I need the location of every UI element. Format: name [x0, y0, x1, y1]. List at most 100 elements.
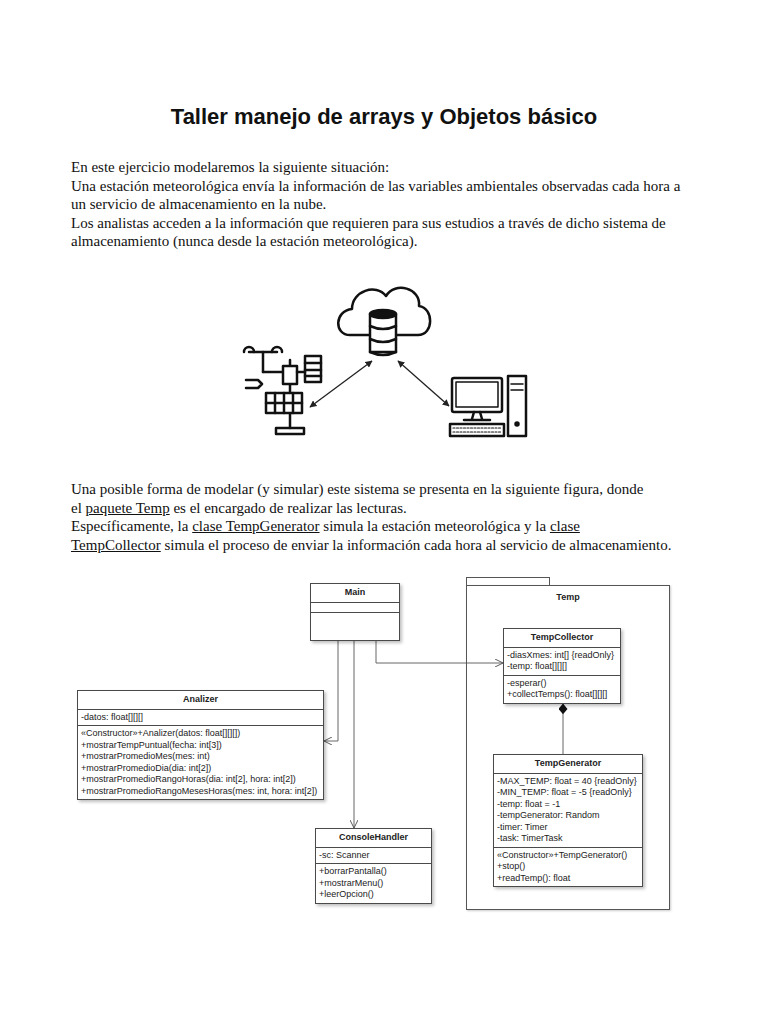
class-box: TempGenerator -MAX_TEMP: float = 40 {read… [493, 754, 643, 887]
class-name-compartment: ConsoleHandler [316, 829, 431, 847]
attribute-compartment [311, 602, 399, 612]
shelter-slat [305, 362, 321, 365]
class-name-compartment: TempGenerator [494, 755, 642, 773]
paragraph: Una posible forma de modelar (y simular)… [71, 480, 695, 517]
class-name: Analizer [82, 694, 319, 706]
member-text: -tempGenerator: Random [497, 810, 639, 822]
class-box: Main [310, 583, 400, 641]
member-text: +readTemp(): float [497, 873, 639, 885]
attribute-compartment: -sc: Scanner [316, 847, 431, 864]
class-name: Main [315, 587, 395, 599]
class-name: ConsoleHandler [320, 832, 427, 844]
sync-arrow [398, 361, 449, 406]
body-text: En este ejercicio modelaremos la siguien… [71, 159, 389, 175]
body-text: es el encargado de realizar las lecturas… [173, 500, 406, 516]
class-name: TempGenerator [498, 758, 638, 770]
shelter-slat [305, 369, 321, 372]
member-text: -temp: float[][][] [507, 661, 617, 673]
member-text: «Constructor»+TempGenerator() [497, 850, 639, 862]
member-text: +mostrarPromedioDia(dia: int[2]) [81, 763, 320, 775]
member-text: +mostrarPromedioRangoHoras(dia: int[2], … [81, 774, 320, 786]
class-name-compartment: TempCollector [504, 629, 620, 647]
package-tab [466, 577, 550, 586]
anemometer-cup [272, 347, 282, 352]
member-text: +borrarPantalla() [319, 866, 428, 878]
page-title: Taller manejo de arrays y Objetos básico [0, 104, 768, 130]
keyboard-keys [453, 427, 501, 428]
shelter-slat [305, 375, 321, 378]
member-text: -esperar() [507, 678, 617, 690]
keyboard-keys [453, 431, 501, 432]
attribute-compartment: -diasXmes: int[] {readOnly}-temp: float[… [504, 647, 620, 675]
monitor [452, 378, 502, 412]
member-text: +mostrarTempPuntual(fecha: int[3]) [81, 740, 320, 752]
attribute-compartment: -MAX_TEMP: float = 40 {readOnly}-MIN_TEM… [494, 773, 642, 847]
database-band [370, 326, 396, 329]
cloud-icon [338, 288, 430, 335]
member-text: +mostrarMenu() [319, 878, 428, 890]
body-text: Los analistas acceden a la información q… [71, 215, 666, 250]
database-body [370, 314, 396, 352]
paragraph: Específicamente, laclase TempGeneratorsi… [71, 517, 695, 554]
composition-line [563, 704, 564, 755]
method-compartment [311, 612, 399, 640]
body-text: Específicamente, la [71, 518, 188, 534]
member-text: -timer: Timer [497, 822, 639, 834]
tower-slot [511, 389, 523, 391]
class-name-compartment: Main [311, 584, 399, 602]
member-text: -sc: Scanner [319, 850, 428, 862]
station-base [276, 428, 304, 434]
member-text: «Constructor»+Analizer(datos: float[][][… [81, 728, 320, 740]
database-band [370, 339, 396, 342]
class-box: Analizer -datos: float[][][] «Constructor»… [77, 690, 324, 800]
member-text: +collectTemps(): float[][][] [507, 689, 617, 701]
underlined-term: paquete Temp [86, 500, 170, 516]
body-text: simula el proceso de enviar la informaci… [165, 537, 672, 553]
method-compartment: «Constructor»+Analizer(datos: float[][][… [78, 725, 323, 799]
solar-panel [266, 393, 302, 413]
anemometer-cup [244, 347, 254, 352]
member-text: -task: TimerTask [497, 833, 639, 845]
sync-arrow [310, 361, 372, 407]
monitor-screen [456, 382, 498, 407]
method-compartment: -esperar()+collectTemps(): float[][][] [504, 675, 620, 703]
database-top [370, 310, 396, 318]
keyboard [450, 424, 504, 436]
class-name: TempCollector [508, 632, 616, 644]
package-frame: TempTempCollector -diasXmes: int[] {readO… [466, 585, 670, 910]
member-text: -diasXmes: int[] {readOnly} [507, 650, 617, 662]
dependency-arrow [354, 641, 355, 829]
text-block: En este ejercicio modelaremos la siguien… [71, 158, 695, 251]
dependency-arrow [324, 641, 338, 742]
anemometer-mount [263, 371, 284, 374]
instrument-shelter [305, 356, 321, 382]
logger-box [283, 366, 297, 384]
underlined-term: clase TempGenerator [192, 518, 319, 534]
class-box: TempCollector -diasXmes: int[] {readOnly}… [503, 628, 621, 704]
member-text: -MAX_TEMP: float = 40 {readOnly} [497, 776, 639, 788]
body-text: Una estación meteorológica envía la info… [71, 178, 680, 213]
member-text: +mostrarPromedioMes(mes: int) [81, 751, 320, 763]
body-text: simula la estación meteorológica y la [323, 518, 546, 534]
method-compartment: +borrarPantalla()+mostrarMenu()+leerOpci… [316, 863, 431, 903]
weather-station-icon [244, 347, 321, 434]
tower-button [516, 423, 519, 426]
panel-grid [266, 402, 302, 405]
package-name: Temp [467, 586, 669, 602]
monitor-base [464, 419, 490, 422]
member-text: -temp: float = -1 [497, 799, 639, 811]
paragraph: Los analistas acceden a la información q… [71, 214, 695, 251]
class-box: ConsoleHandler-sc: Scanner+borrarPantall… [315, 828, 432, 904]
member-text: -MIN_TEMP: float = -5 {readOnly} [497, 787, 639, 799]
class-name-compartment: Analizer [78, 691, 323, 709]
member-text: -datos: float[][][] [81, 712, 320, 724]
member-text: +mostrarPromedioRangoMesesHoras(mes: int… [81, 786, 320, 798]
wind-vane [246, 380, 262, 388]
shelter-arm [297, 371, 305, 374]
anemometer-post [262, 352, 265, 372]
attribute-compartment: -datos: float[][][] [78, 709, 323, 726]
text-block: Una posible forma de modelar (y simular)… [71, 480, 695, 554]
dependency-arrow [376, 641, 503, 664]
database-icon [370, 310, 396, 355]
